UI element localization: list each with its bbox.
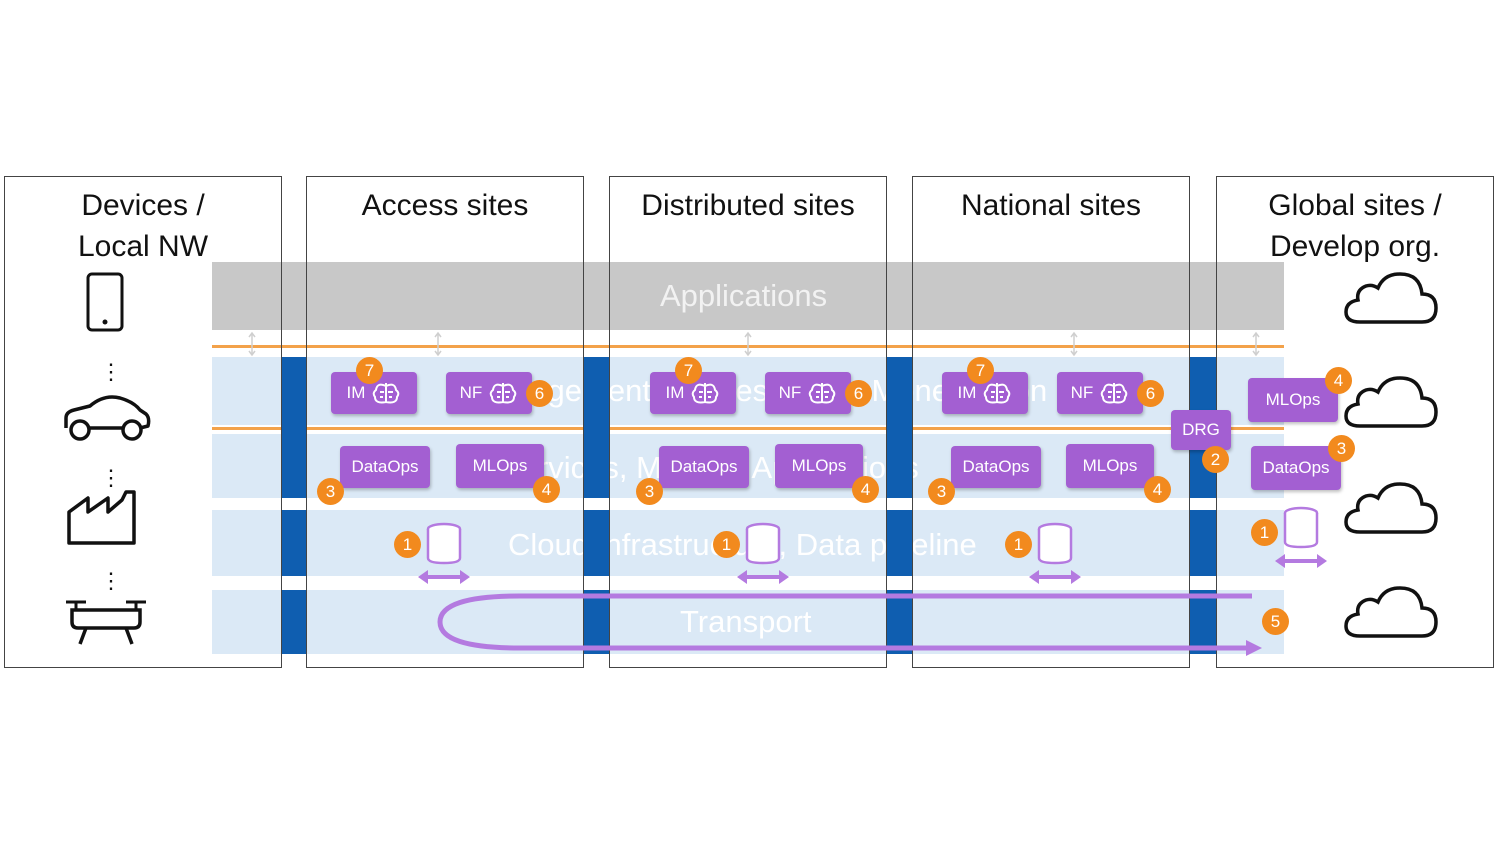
- badge-4: 4: [1144, 476, 1171, 503]
- brain-icon: [490, 383, 517, 404]
- brain-icon: [984, 383, 1011, 404]
- mlops-box-national: MLOps: [1066, 444, 1154, 488]
- factory-icon: [67, 490, 136, 545]
- badge-4: 4: [533, 476, 560, 503]
- double-arrow-icon: [418, 570, 470, 584]
- badge-7: 7: [967, 357, 994, 384]
- applications-label: Applications: [660, 278, 828, 313]
- column-access: Access sites: [306, 176, 584, 668]
- mlops-box-access: MLOps: [456, 444, 544, 488]
- brain-icon: [373, 383, 400, 404]
- dataops-box-global: DataOps: [1251, 446, 1341, 490]
- double-arrow-icon: [1029, 570, 1081, 584]
- cloud-icon: [1344, 482, 1438, 534]
- badge-6: 6: [1137, 380, 1164, 407]
- badge-6: 6: [845, 380, 872, 407]
- orange-divider-mid: [212, 427, 1284, 430]
- updown-arrow-icon: [744, 331, 752, 357]
- cloud-icon: [1344, 586, 1438, 638]
- updown-arrow-icon: [1070, 331, 1078, 357]
- database-icon: [1283, 506, 1319, 549]
- white-gap-a: [212, 498, 1284, 510]
- mlops-box-global: MLOps: [1248, 378, 1338, 422]
- brain-icon: [692, 383, 719, 404]
- badge-5: 5: [1262, 608, 1289, 635]
- phone-icon: [86, 272, 124, 332]
- column-title-distributed: Distributed sites: [641, 189, 855, 222]
- badge-3: 3: [636, 478, 663, 505]
- badge-4: 4: [1325, 367, 1352, 394]
- column-title-global: Global sites / Develop org.: [1268, 189, 1442, 263]
- white-gap-b: [212, 576, 1284, 590]
- column-title-devices: Devices / Local NW: [77, 189, 209, 263]
- brain-icon: [1101, 383, 1128, 404]
- drone-icon: [66, 600, 146, 645]
- badge-1: 1: [394, 531, 421, 558]
- car-icon: [64, 395, 151, 441]
- orange-sep-a: [281, 345, 307, 348]
- cloud-icon: [1344, 272, 1438, 324]
- database-icon: [745, 522, 781, 565]
- nf-box-access: NF: [446, 372, 532, 414]
- database-icon: [426, 522, 462, 565]
- dataops-box-national: DataOps: [951, 446, 1041, 488]
- badge-7: 7: [675, 357, 702, 384]
- column-devices: Devices / Local NW: [4, 176, 282, 668]
- column-title-national: National sites: [960, 189, 1142, 222]
- column-distributed: Distributed sites: [609, 176, 887, 668]
- transport-band: [212, 590, 1284, 654]
- dataops-box-access: DataOps: [340, 446, 430, 488]
- updown-arrow-icon: [1252, 331, 1260, 357]
- mlops-box-distributed: MLOps: [775, 444, 863, 488]
- cloud-icon: [1344, 376, 1438, 428]
- double-arrow-icon: [737, 570, 789, 584]
- badge-3: 3: [928, 478, 955, 505]
- applications-band: [212, 262, 1284, 330]
- database-icon: [1037, 522, 1073, 565]
- nf-box-distributed: NF: [765, 372, 851, 414]
- transport-label: Transport: [680, 604, 812, 639]
- badge-6: 6: [526, 380, 553, 407]
- badge-4: 4: [852, 476, 879, 503]
- updown-arrow-icon: [434, 331, 442, 357]
- updown-arrow-icon: [248, 331, 256, 357]
- nf-box-national: NF: [1057, 372, 1143, 414]
- badge-3: 3: [317, 478, 344, 505]
- dataops-box-distributed: DataOps: [659, 446, 749, 488]
- badge-2: 2: [1202, 446, 1229, 473]
- brain-icon: [809, 383, 836, 404]
- badge-3: 3: [1328, 435, 1355, 462]
- badge-7: 7: [356, 357, 383, 384]
- column-title-access: Access sites: [361, 189, 529, 222]
- double-arrow-icon: [1275, 554, 1327, 568]
- badge-1: 1: [713, 531, 740, 558]
- badge-1: 1: [1005, 531, 1032, 558]
- drg-box: DRG: [1171, 410, 1231, 450]
- badge-1: 1: [1251, 519, 1278, 546]
